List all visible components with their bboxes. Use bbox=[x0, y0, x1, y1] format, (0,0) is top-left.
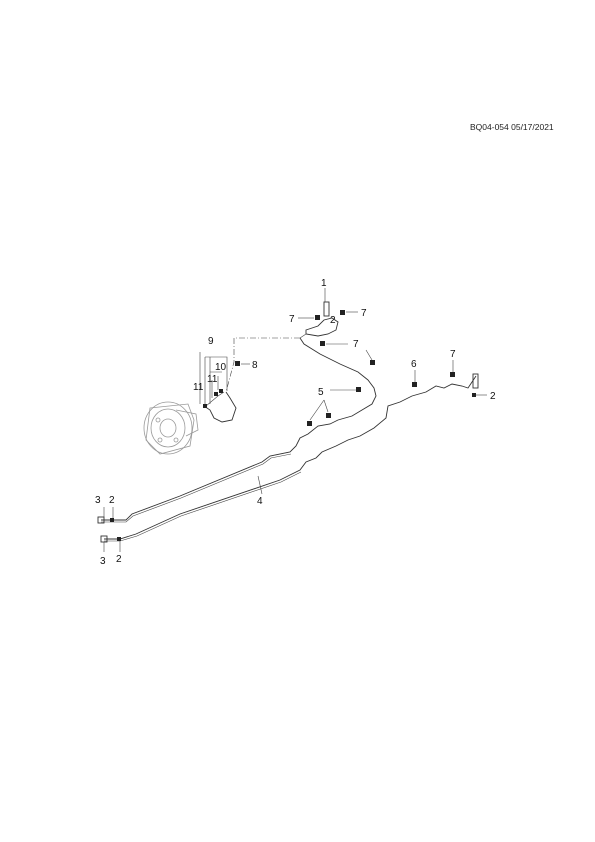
brake-line-upper bbox=[101, 337, 377, 523]
callout-3-lower: 3 bbox=[100, 556, 106, 567]
callout-11-left: 11 bbox=[193, 382, 204, 393]
clips bbox=[110, 310, 476, 541]
callout-7-bracket-left: 7 bbox=[289, 314, 295, 325]
callout-8: 8 bbox=[252, 360, 258, 371]
callout-10: 10 bbox=[215, 362, 227, 373]
callout-6: 6 bbox=[411, 359, 417, 370]
callout-5: 5 bbox=[318, 387, 324, 398]
callout-9: 9 bbox=[208, 336, 214, 347]
brake-disc-assembly bbox=[143, 401, 199, 455]
callout-7-bracket-right: 7 bbox=[361, 308, 367, 319]
end-fittings-left bbox=[97, 516, 108, 543]
callout-7-line: 7 bbox=[353, 339, 359, 350]
callout-4: 4 bbox=[257, 496, 263, 507]
leader-lines bbox=[103, 288, 487, 552]
end-fitting-right bbox=[472, 373, 479, 389]
callout-11-right: 11 bbox=[207, 374, 218, 385]
brake-line-lower bbox=[104, 375, 477, 542]
callout-3-upper: 3 bbox=[95, 495, 101, 506]
flex-hose bbox=[203, 391, 237, 423]
callout-2-upper: 2 bbox=[109, 495, 115, 506]
callout-2-right: 2 bbox=[490, 391, 496, 402]
callout-1: 1 bbox=[321, 278, 327, 289]
callout-2-bracket: 2 bbox=[330, 315, 336, 326]
bracket bbox=[299, 301, 339, 339]
callout-2-lower: 2 bbox=[116, 554, 122, 565]
drawing-code: BQ04-054 05/17/2021 bbox=[470, 122, 554, 132]
dashed-leader bbox=[225, 337, 300, 393]
callout-7-right: 7 bbox=[450, 349, 456, 360]
